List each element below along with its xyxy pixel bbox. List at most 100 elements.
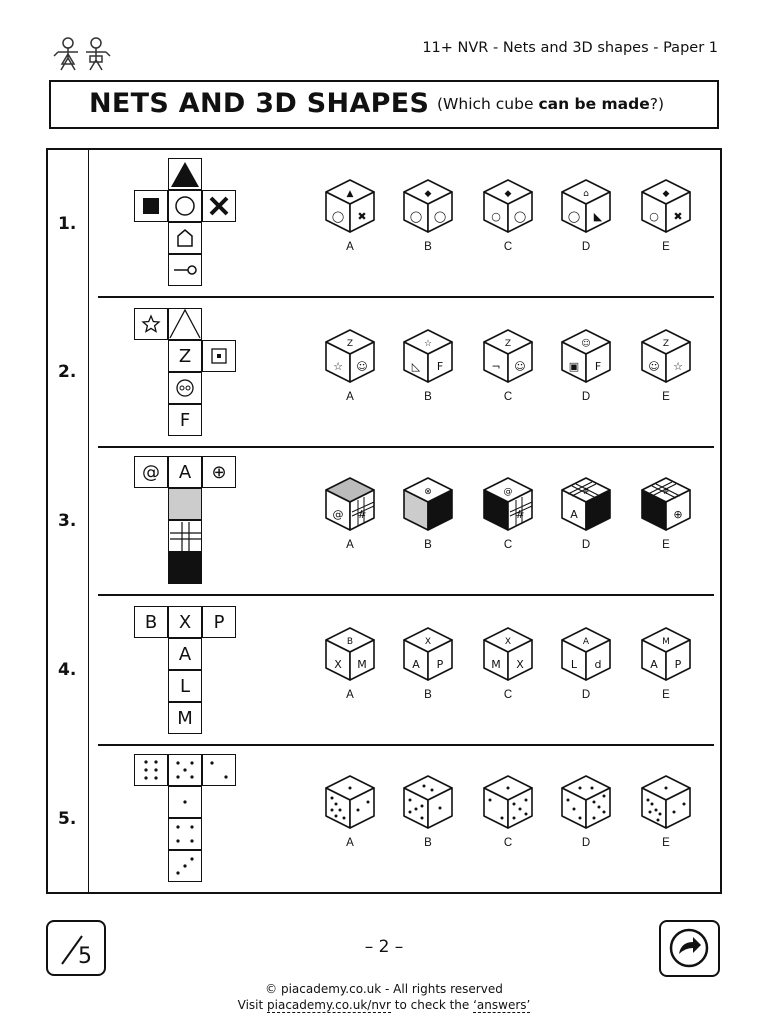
svg-text:▣: ▣ [569,360,579,373]
net-face-dice-one [168,786,202,818]
svg-text:☺: ☺ [514,360,525,373]
net-face-dice-two [202,754,236,786]
header-series-text: 11+ NVR - Nets and 3D shapes - Paper 1 [422,40,718,56]
answer-option-label: A [346,241,354,253]
stick-figures-logo-icon [53,37,111,71]
key-line-circle-icon [174,265,197,275]
answer-option[interactable]: Z☺☆E [636,328,696,403]
score-total: 5 [78,944,92,969]
cube-option-icon: ◆○◯ [483,179,533,233]
cube-option-icon: Z ¬ ☺ [483,329,533,383]
answer-option[interactable]: ◆○◯ C [478,178,538,253]
answer-option[interactable]: A [320,774,380,849]
answer-option-label: E [662,391,670,403]
svg-text:✖: ✖ [673,210,682,223]
cross-icon [209,196,229,216]
cube-option-icon [325,775,375,829]
svg-text:B: B [347,637,353,647]
answer-option[interactable]: ⌂ ◯ ◣ D [556,178,616,253]
answer-option[interactable]: Z¬☺C [478,328,538,403]
svg-text:Z: Z [505,339,511,349]
answers-link[interactable]: ‘answers’ [473,998,531,1013]
svg-text:◯: ◯ [514,210,526,223]
svg-text:#: # [582,487,590,497]
net-face-grey [168,488,202,520]
answers-site-link[interactable]: piacademy.co.uk/nvr [267,998,391,1013]
net-face-circle-plus: ⊕ [202,456,236,488]
svg-text:F: F [595,360,601,373]
answer-option-label: D [581,241,591,253]
net-face-dice-six [134,754,168,786]
answer-option[interactable]: ⊗B [398,476,458,551]
answer-option[interactable]: Z☆☺A [320,328,380,403]
net-face-a: A [168,638,202,670]
answer-option-label: E [662,689,670,701]
answer-option-label: E [662,837,670,849]
dot-in-square-icon [211,348,227,364]
dice-one-icon [183,800,187,804]
net-face-black [168,552,202,584]
page-subtitle: (Which cube can be made?) [437,95,665,113]
answer-option[interactable]: C [478,774,538,849]
answer-option[interactable]: D [556,774,616,849]
cube-option-icon: ⊗ [403,477,453,531]
svg-text:▲: ▲ [347,189,354,199]
svg-text:☺: ☺ [648,360,659,373]
answer-option[interactable]: @#C [478,476,538,551]
net-face-grid [168,520,202,552]
svg-text:○: ○ [649,210,659,223]
answer-option[interactable]: ◆◯◯B [398,178,458,253]
cube-option-icon: #⊕ [641,477,691,531]
next-page-button[interactable] [659,920,720,977]
answer-option-label: D [581,391,591,403]
cube-option-icon: ◆◯◯ [403,179,453,233]
net-face-dice-five [168,754,202,786]
cube-option-icon: ▲◯✖ [325,179,375,233]
question-divider [98,594,714,596]
answer-option[interactable]: B [398,774,458,849]
svg-text:☆: ☆ [424,339,432,349]
answer-option[interactable]: ▲◯✖ A [320,178,380,253]
next-arrow-icon [669,928,709,968]
answer-option[interactable]: E [636,774,696,849]
cube-option-icon: ☆◺F [403,329,453,383]
net-face-circle [168,190,202,222]
svg-text:◆: ◆ [663,189,670,199]
copyright-text: © piacademy.co.uk - All rights reserved [265,982,503,996]
grid-lines-icon [169,521,201,551]
question-number: 1. [58,214,77,234]
svg-text:d: d [595,658,602,671]
svg-text:◯: ◯ [568,210,580,223]
svg-text:⌂: ⌂ [583,189,589,199]
dice-four-icon [176,825,194,843]
svg-text:◺: ◺ [412,360,421,373]
svg-text:◆: ◆ [505,189,512,199]
answer-option-label: A [346,689,354,701]
answer-option[interactable]: ◆ ○ ✖ E [636,178,696,253]
net-face-dice-three [168,850,202,882]
answer-option[interactable]: @#A [320,476,380,551]
answer-option-label: E [662,241,670,253]
answer-option-label: B [424,689,432,701]
cube-option-icon [561,775,611,829]
svg-text:@: @ [333,508,344,521]
cube-option-icon [641,775,691,829]
answer-option-label: C [503,241,513,253]
svg-text:◣: ◣ [594,210,603,223]
answer-option-label: C [503,837,513,849]
svg-text:¬: ¬ [491,360,500,373]
answer-option[interactable]: #⊕E [636,476,696,551]
dice-two-icon [210,761,228,779]
